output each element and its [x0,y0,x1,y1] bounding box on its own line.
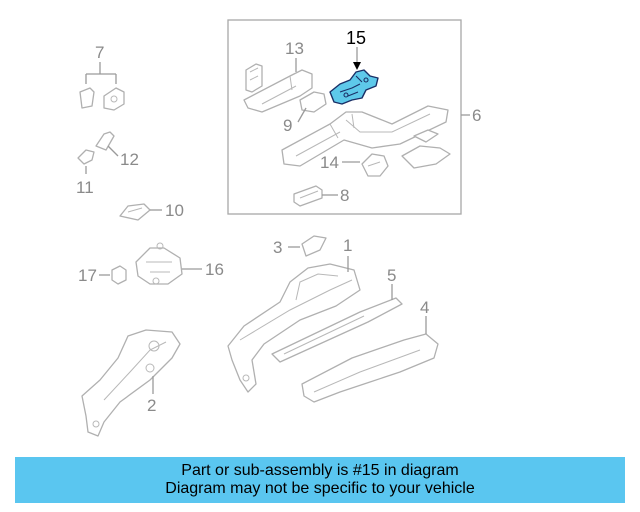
part-3[interactable] [301,235,327,257]
callout-17[interactable]: 17 [78,266,97,285]
callout-line-12 [107,145,119,157]
part-6-bracket[interactable] [401,129,451,169]
part-13[interactable] [243,63,313,113]
part-15-highlighted[interactable] [329,69,379,105]
callout-5[interactable]: 5 [387,266,396,285]
callout-13[interactable]: 13 [285,39,304,58]
callout-6[interactable]: 6 [472,106,481,125]
callout-3[interactable]: 3 [273,238,282,257]
callout-12[interactable]: 12 [120,150,139,169]
part-6-rail[interactable] [281,105,449,167]
callout-10[interactable]: 10 [165,201,184,220]
callout-14[interactable]: 14 [320,153,339,172]
part-16[interactable] [135,242,183,285]
part-2[interactable] [81,329,181,437]
part-4[interactable] [301,333,439,403]
part-14[interactable] [361,153,389,177]
info-banner: Part or sub-assembly is #15 in diagram D… [15,457,625,503]
callout-9[interactable]: 9 [283,116,292,135]
callout-line-7 [85,62,117,84]
callout-2[interactable]: 2 [147,396,156,415]
part-7[interactable] [79,87,125,111]
callout-4[interactable]: 4 [420,298,429,317]
callout-16[interactable]: 16 [205,260,224,279]
callout-arrow-15 [353,62,361,70]
part-8[interactable] [293,185,323,207]
part-11[interactable] [77,149,95,165]
part-5[interactable] [271,297,403,363]
part-10[interactable] [119,203,151,221]
callout-line-9 [297,107,307,123]
callout-8[interactable]: 8 [340,186,349,205]
subassembly-box [227,19,462,215]
callout-15[interactable]: 15 [346,28,366,48]
part-9[interactable] [299,91,327,113]
info-line-part: Part or sub-assembly is #15 in diagram [181,462,459,479]
part-12[interactable] [95,131,115,151]
callout-1[interactable]: 1 [343,236,352,255]
part-17[interactable] [111,265,127,285]
callout-7[interactable]: 7 [95,43,104,62]
part-1[interactable] [227,263,361,393]
callout-11[interactable]: 11 [76,178,94,197]
info-line-disclaimer: Diagram may not be specific to your vehi… [165,480,475,497]
